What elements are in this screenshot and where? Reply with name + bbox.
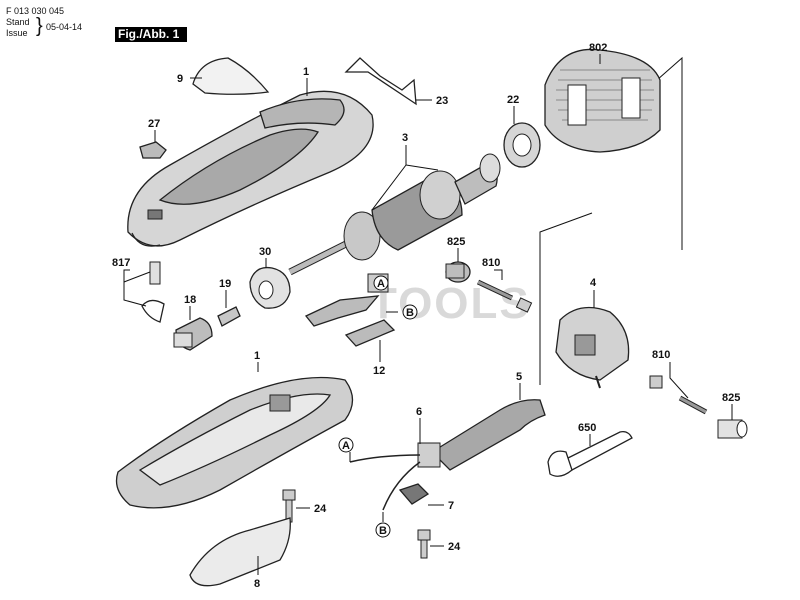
label-part-9: 9	[177, 73, 183, 85]
label-part-30: 30	[259, 246, 271, 258]
part-810-upper-screws	[476, 279, 533, 313]
label-part-18: 18	[184, 294, 196, 306]
doc-number: F 013 030 045	[6, 6, 65, 16]
part-802-field-coil	[544, 48, 661, 153]
lead-817	[123, 269, 147, 307]
part-22-bearing	[503, 122, 541, 168]
label-part-650: 650	[578, 422, 596, 434]
lead-3b	[405, 164, 439, 171]
part-650-wrench	[547, 430, 633, 477]
callout-a-lower: A	[342, 440, 350, 452]
part-23-shape	[344, 57, 417, 106]
part-8-shape	[189, 517, 291, 587]
label-part-12: 12	[373, 365, 385, 377]
label-part-825-lower: 825	[722, 392, 740, 404]
label-part-6: 6	[416, 406, 422, 418]
label-part-24-b: 24	[448, 541, 461, 553]
lead-817b	[123, 271, 151, 283]
callout-b-upper-circle	[402, 304, 418, 320]
callout-b-upper: B	[406, 307, 414, 319]
part-1-top-housing	[127, 90, 374, 247]
part-1-bottom-housing	[115, 376, 354, 509]
callout-b-lower: B	[379, 525, 387, 537]
issue-label: Issue	[6, 28, 28, 38]
label-part-23: 23	[436, 95, 448, 107]
part-810-lower-screws	[649, 375, 708, 415]
label-part-27: 27	[148, 118, 160, 130]
frame-line-motor	[656, 56, 683, 250]
part-3-armature	[288, 153, 501, 276]
part-825-lower-sleeve	[717, 419, 748, 439]
label-part-4: 4	[590, 277, 597, 289]
frame-line-holder	[539, 212, 593, 385]
callout-b-lower-circle	[375, 522, 391, 538]
part-19-shape	[217, 306, 241, 327]
label-part-810-upper: 810	[482, 257, 500, 269]
callout-a-upper: A	[377, 278, 385, 290]
label-part-8: 8	[254, 578, 260, 590]
part-7-shape	[398, 483, 430, 505]
label-part-825-upper: 825	[447, 236, 465, 248]
label-part-1-top: 1	[303, 66, 309, 78]
part-30-shape	[249, 266, 291, 309]
label-part-802: 802	[589, 42, 607, 54]
label-part-19: 19	[219, 278, 231, 290]
part-817-shapes	[141, 261, 165, 323]
label-part-1-bottom: 1	[254, 350, 260, 362]
label-part-22: 22	[507, 94, 519, 106]
part-5-cord	[349, 399, 546, 511]
label-part-810-lower: 810	[652, 349, 670, 361]
stand-label: Stand	[6, 17, 30, 27]
part-24-screw-b	[417, 529, 431, 559]
part-18-shape	[173, 317, 213, 351]
label-part-817: 817	[112, 257, 130, 269]
label-part-7: 7	[448, 500, 454, 512]
label-part-3: 3	[402, 132, 408, 144]
part-9-shape	[192, 57, 270, 95]
part-4-holder	[555, 306, 630, 389]
watermark-text: TOOLS	[370, 279, 531, 328]
figure-label: Fig./Abb. 1	[115, 27, 187, 42]
callout-a-lower-circle	[338, 437, 354, 453]
doc-header: F 013 030 045 Stand Issue } 05-04-14	[6, 6, 82, 39]
label-part-5: 5	[516, 371, 522, 383]
label-part-24-a: 24	[314, 503, 327, 515]
lead-810-lower	[669, 362, 689, 399]
part-24-screw-a	[282, 489, 296, 523]
part-27-shape	[139, 141, 167, 159]
callout-a-upper-circle	[373, 275, 389, 291]
part-825-upper-sleeve	[445, 261, 471, 283]
issue-date: 05-04-14	[46, 22, 83, 32]
header-brace: }	[36, 15, 43, 37]
lead-810-upper	[494, 269, 503, 280]
